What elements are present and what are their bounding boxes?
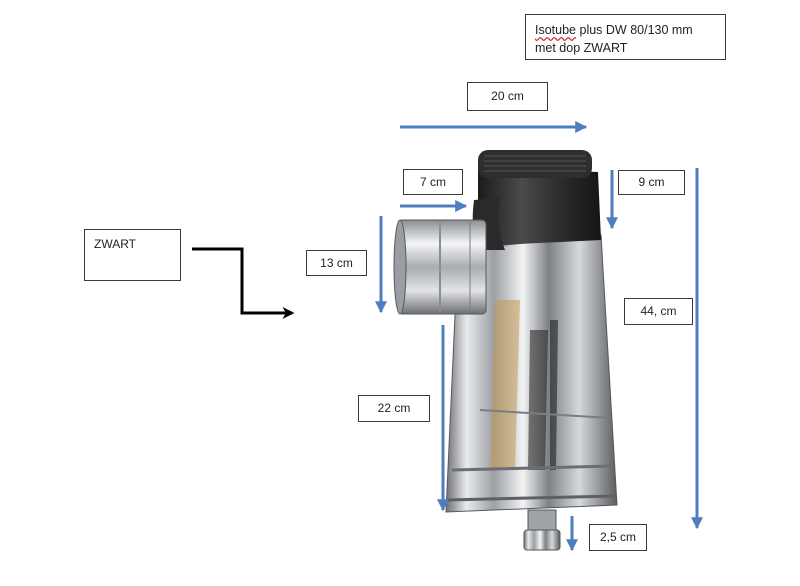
product-title-box: Isotube plus DW 80/130 mm met dop ZWART — [525, 14, 726, 60]
label-width-total: 20 cm — [467, 82, 548, 111]
label-total-height: 44, cm — [624, 298, 693, 325]
label-branch-height: 13 cm — [306, 250, 367, 276]
side-branch — [393, 219, 487, 315]
title-line-1: Isotube plus DW 80/130 mm — [535, 21, 716, 39]
tee-body — [445, 150, 618, 513]
zwart-pointer-arrow — [192, 247, 295, 319]
label-lower-section: 22 cm — [358, 395, 430, 422]
color-label-box: ZWART — [84, 229, 181, 281]
label-drain-plug: 2,5 cm — [589, 524, 647, 551]
label-top-section: 9 cm — [618, 170, 685, 195]
title-line-1-rest: plus DW 80/130 mm — [576, 23, 693, 37]
drain-plug — [523, 509, 561, 551]
label-branch-length: 7 cm — [403, 169, 463, 195]
title-brand: Isotube — [535, 23, 577, 37]
title-line-2: met dop ZWART — [535, 41, 628, 55]
